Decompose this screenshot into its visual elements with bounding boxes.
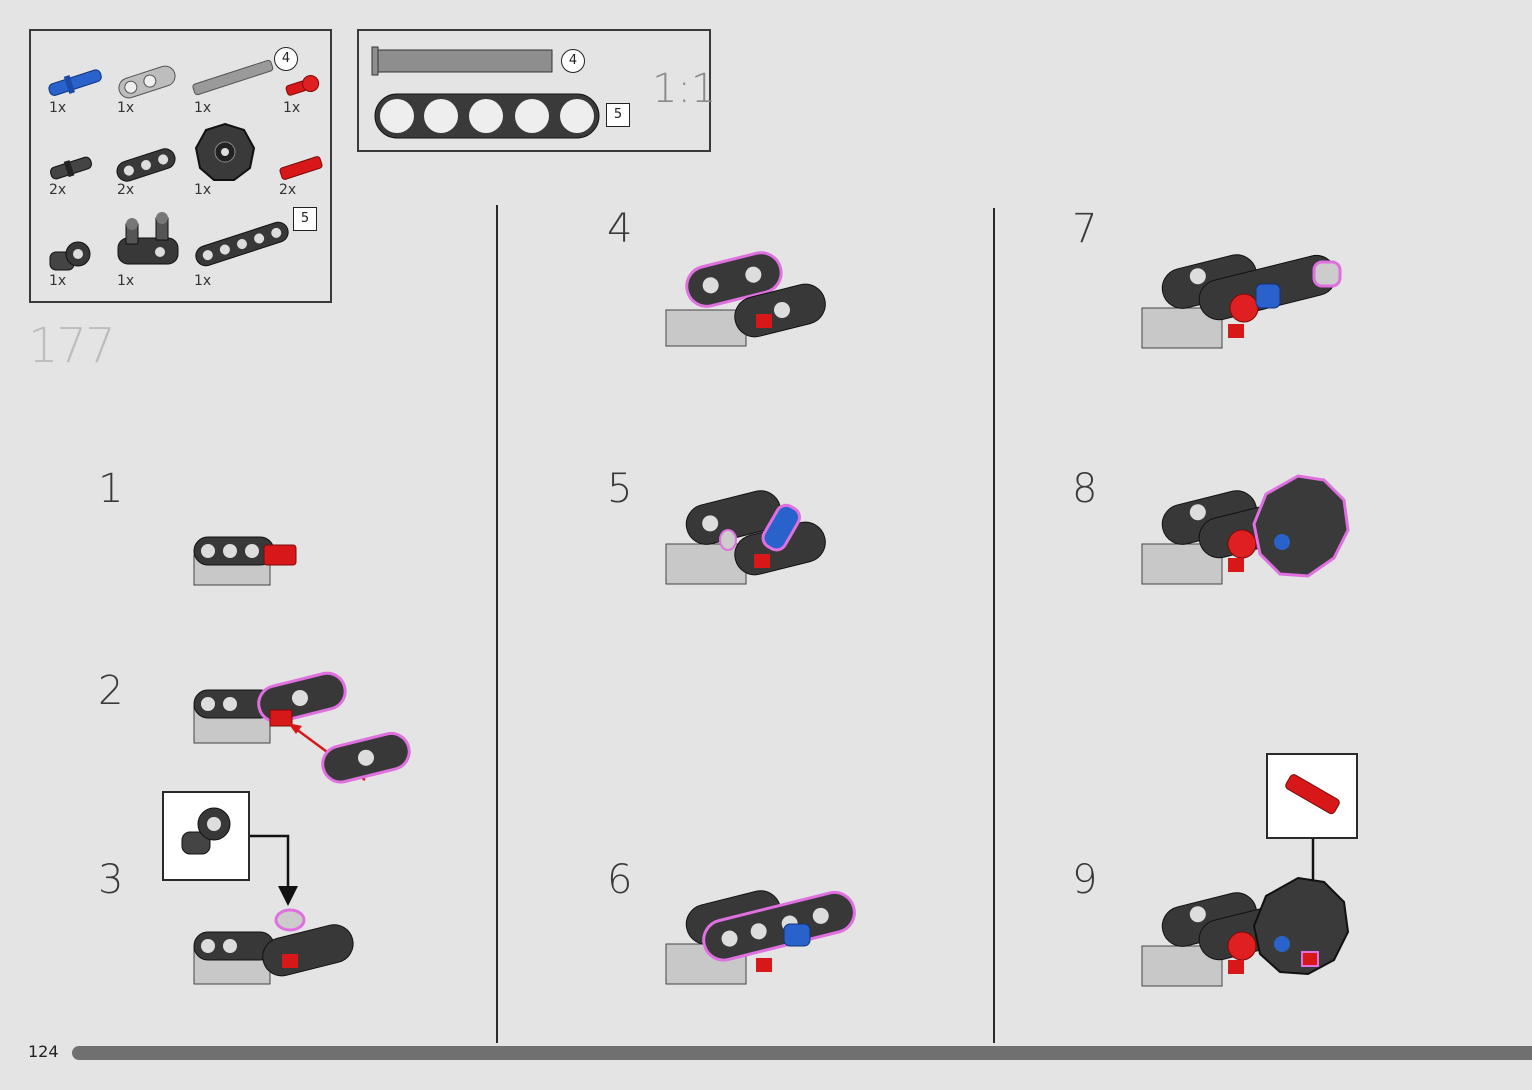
part-qty: 1x: [283, 100, 300, 116]
step-4-model: [662, 240, 832, 352]
step-number-3: 3: [98, 857, 123, 903]
part-qty: 2x: [117, 182, 134, 198]
step-number-8: 8: [1072, 466, 1097, 512]
part-qty: 2x: [49, 182, 66, 198]
part-qty: 1x: [194, 273, 211, 289]
part-qty: 1x: [49, 273, 66, 289]
part-qty: 1x: [117, 100, 134, 116]
step-number-6: 6: [607, 857, 632, 903]
part-qty: 2x: [279, 182, 296, 198]
beam-ruler-badge: 5: [606, 103, 630, 127]
grey-axle-part: [192, 58, 274, 98]
blue-pin-part: [46, 64, 108, 100]
part-qty: 1x: [194, 100, 211, 116]
red-axle-pin-part: [284, 72, 322, 100]
step-9-callout-part: [1280, 770, 1344, 820]
step-3-callout-part: [178, 802, 236, 864]
step-number-5: 5: [607, 466, 632, 512]
step-number-9: 9: [1072, 857, 1097, 903]
black-beam-3-part: [116, 146, 176, 184]
part-qty: 1x: [194, 182, 211, 198]
black-pin-part: [48, 154, 94, 182]
step-1-model: [190, 515, 310, 590]
step-8-model: [1138, 472, 1352, 590]
progress-bar: [72, 1046, 1532, 1060]
axle-length-badge: 4: [274, 47, 298, 71]
step-9-model: [1138, 874, 1350, 992]
step-5-model: [662, 484, 832, 590]
step-7-model: [1138, 238, 1350, 354]
step-number-1: 1: [98, 466, 123, 512]
column-divider: [993, 208, 995, 1043]
beam-length-badge: 5: [293, 207, 317, 231]
black-hub-part: [194, 122, 256, 182]
red-axle-part: [278, 154, 324, 182]
axle-ruler-badge: 4: [561, 49, 585, 73]
step-number-7: 7: [1072, 206, 1097, 252]
scale-label: 1:1: [652, 66, 716, 112]
page-number: 124: [28, 1042, 59, 1061]
black-double-connector-part: [116, 212, 180, 270]
step-6-model: [662, 874, 862, 990]
part-qty: 1x: [117, 273, 134, 289]
step-3-arrow: [248, 830, 302, 910]
step-number-4: 4: [607, 206, 632, 252]
part-qty: 1x: [49, 100, 66, 116]
black-beam-5-part: [194, 218, 290, 270]
step-3-model: [190, 906, 370, 991]
step-2-model: [190, 668, 420, 793]
column-divider: [496, 205, 498, 1043]
step-number-2: 2: [98, 668, 123, 714]
black-angle-connector-part: [48, 238, 92, 274]
axle-ruler: [370, 45, 556, 77]
beam-ruler: [374, 93, 600, 139]
grey-connector-part: [116, 64, 178, 100]
main-step-number: 177: [28, 318, 114, 374]
